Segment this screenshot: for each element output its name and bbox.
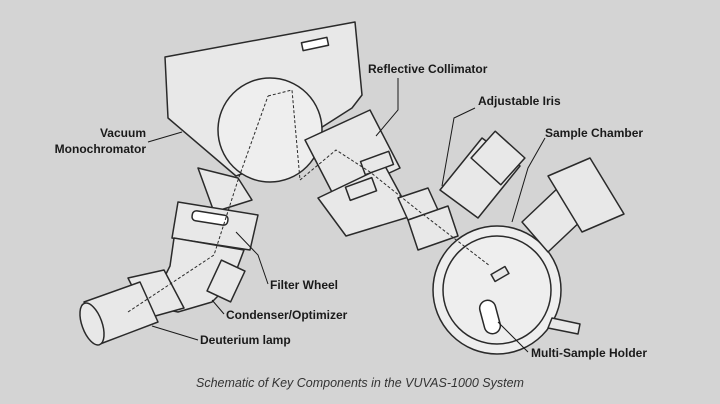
collimator-mirror-top xyxy=(359,150,395,176)
label-monochromator: Monochromator xyxy=(54,142,146,156)
chamber-pump-body xyxy=(547,157,625,233)
label-condenser-optimizer: Condenser/Optimizer xyxy=(226,308,348,322)
filter-wheel-slot xyxy=(191,210,229,226)
beam-path-lamp-to-mono xyxy=(127,95,269,313)
sample-slot xyxy=(490,265,510,283)
monochromator-neck xyxy=(197,167,253,213)
monochromator-window xyxy=(217,77,323,183)
label-adjustable-iris: Adjustable Iris xyxy=(478,94,561,108)
multi-sample-holder xyxy=(478,299,502,335)
collimator-mirror-bottom xyxy=(344,176,378,202)
chamber-bracket xyxy=(547,317,581,335)
leader-multi-sample-holder xyxy=(497,321,529,353)
monochromator-slot xyxy=(300,36,330,52)
leader-condenser-optimizer xyxy=(211,299,225,315)
figure-caption: Schematic of Key Components in the VUVAS… xyxy=(196,376,524,390)
label-deuterium-lamp: Deuterium lamp xyxy=(200,333,291,347)
leader-vacuum-monochromator xyxy=(147,131,183,143)
label-sample-chamber: Sample Chamber xyxy=(545,126,644,140)
label-reflective-collimator: Reflective Collimator xyxy=(368,62,488,76)
leader-adjustable-iris xyxy=(441,107,476,187)
leader-reflective-collimator xyxy=(375,78,399,137)
iris-tube xyxy=(407,205,459,251)
sample-chamber xyxy=(432,225,562,355)
label-filter-wheel: Filter Wheel xyxy=(270,278,339,292)
deuterium-lamp-end xyxy=(79,302,105,346)
adjustable-iris-knob xyxy=(470,130,526,186)
label-vacuum: Vacuum xyxy=(99,126,146,140)
leader-sample-chamber xyxy=(511,137,546,223)
sample-chamber-inner xyxy=(442,235,552,345)
leader-filter-wheel xyxy=(235,231,269,285)
label-multi-sample-holder: Multi-Sample Holder xyxy=(531,346,648,360)
leader-deuterium-lamp xyxy=(151,325,199,341)
condenser-optimizer xyxy=(206,259,246,303)
beam-path-mono-to-collimator xyxy=(299,149,491,267)
